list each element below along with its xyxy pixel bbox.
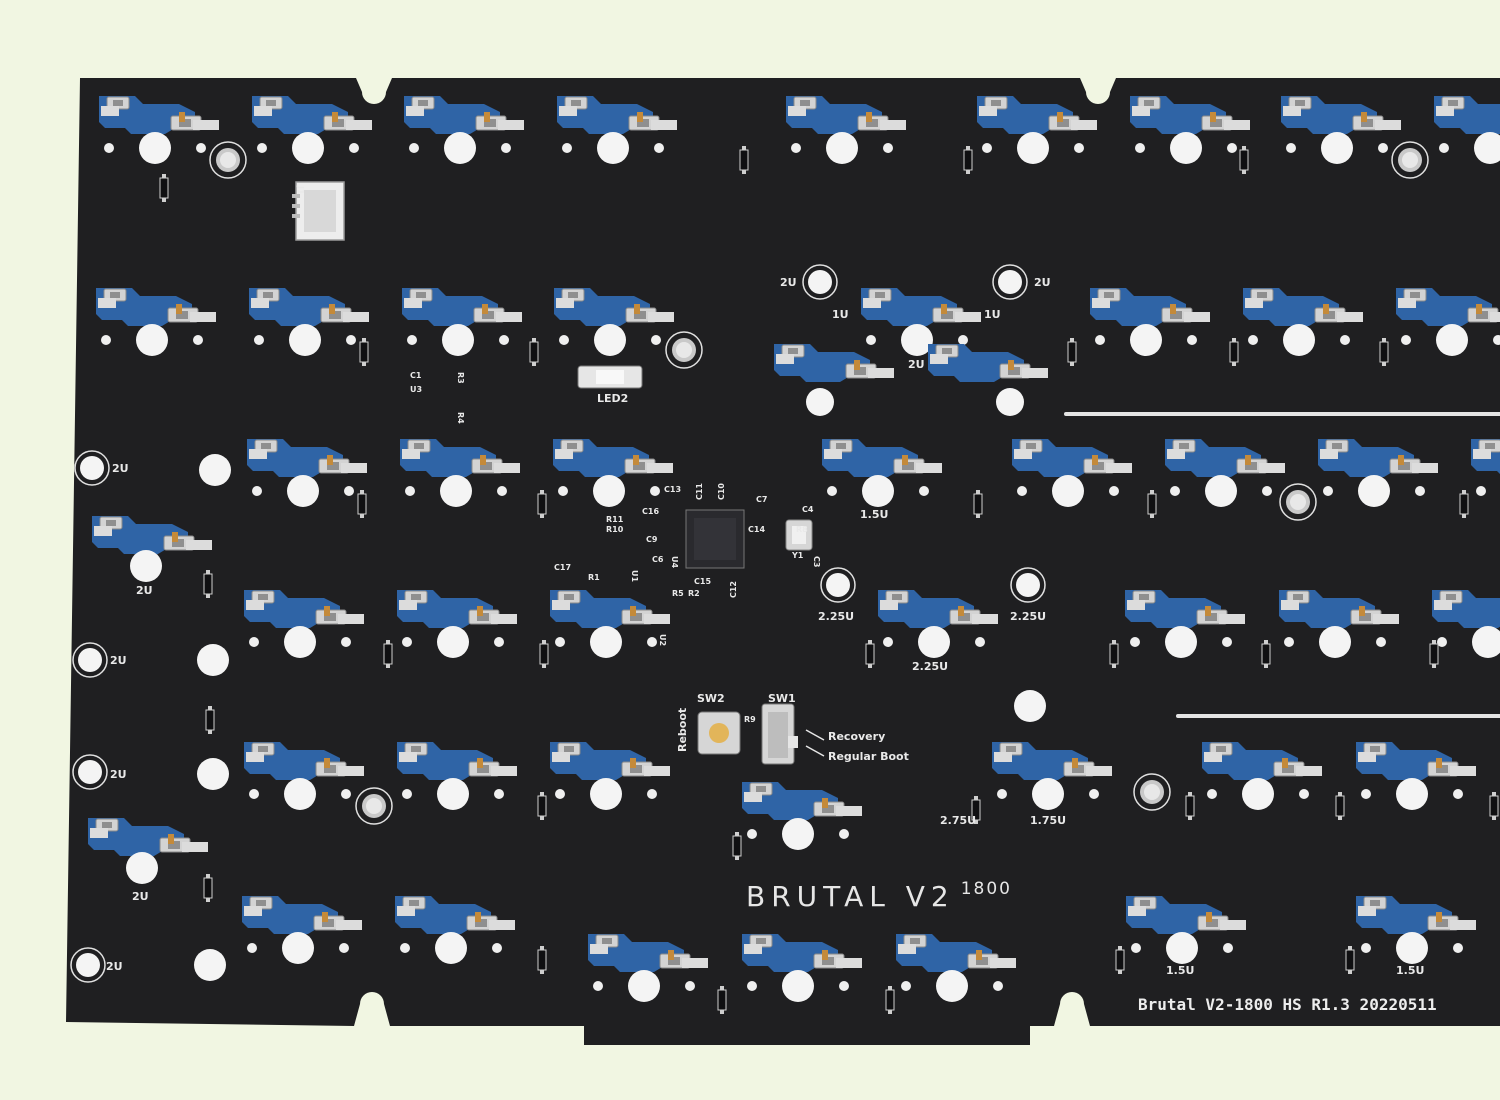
key-row-5 [87,690,1476,884]
r5-label: R5 [672,589,684,598]
size-label-2-25u: 2.25U [818,610,854,623]
r3-label: R3 [456,372,465,384]
c11-label: C11 [695,483,704,500]
brand-name: BRUTAL V2 [746,880,955,913]
size-label-2-25u: 2.25U [912,660,948,673]
c13-label: C13 [664,485,681,494]
y1-label: Y1 [791,551,804,560]
c6-label: C6 [652,555,664,564]
sw1-label: SW1 [768,692,796,705]
key-row-3 [91,439,1500,582]
size-label-1u: 1U [984,308,1001,321]
reboot-label: Reboot [676,708,689,752]
size-label-1-5u: 1.5U [860,508,888,521]
size-labels: 2U 2U 1U 1U 2U 2U 2U 2U 2U 2U 2U 1.5U 2.… [106,276,1424,977]
board-revision: Brutal V2-1800 HS R1.3 20220511 [1138,995,1437,1014]
size-label-2u: 2U [132,890,149,903]
size-label-2u: 2U [110,768,127,781]
size-label-2u: 2U [908,358,925,371]
size-label-2u: 2U [112,462,129,475]
c4-label: C4 [802,505,814,514]
size-label-2u: 2U [780,276,797,289]
c9-label: C9 [646,535,658,544]
sw2-label: SW2 [697,692,725,705]
u3-label: U3 [410,385,422,394]
j1-label: J1 [296,185,305,195]
size-label-2u: 2U [110,654,127,667]
c17-label: C17 [554,563,571,572]
r10-label: R10 [606,525,624,534]
size-label-2-25u: 2.25U [1010,610,1046,623]
c1-label: C1 [410,371,422,380]
component-labels: C13 C11 C10 C7 C4 C16 C14 C9 C6 C15 C12 … [296,185,821,646]
size-label-2u: 2U [1034,276,1051,289]
size-label-1-75u: 1.75U [1030,814,1066,827]
r2-label: R2 [688,589,700,598]
reboot-switch-sw2 [697,711,741,755]
c15-label: C15 [694,577,711,586]
r4-label: R4 [456,412,465,424]
key-row-4 [197,590,1500,676]
u1-label: U1 [630,570,639,582]
c12-label: C12 [729,581,738,598]
brand-superscript: 1800 [961,879,1012,899]
size-label-2-75u: 2.75U [940,814,976,827]
brand-title: BRUTAL V2 1800 [746,879,1012,913]
r1-label: R1 [588,573,600,582]
c3-label: C3 [812,556,821,567]
mcu-chip [685,509,745,569]
size-label-2u: 2U [136,584,153,597]
regular-boot-label: Regular Boot [828,750,909,763]
size-label-1-5u: 1.5U [1166,964,1194,977]
stabilizer-rings [70,264,1046,983]
key-row-6 [194,896,1476,1002]
r11-label: R11 [606,515,624,524]
c10-label: C10 [717,483,726,500]
led2-label: LED2 [597,392,628,405]
r9-label: R9 [744,715,756,724]
crystal-y1 [785,519,813,551]
c7-label: C7 [756,495,767,504]
connector-j1 [292,181,345,241]
size-label-2u: 2U [106,960,123,973]
c16-label: C16 [642,507,659,516]
u4-label: U4 [670,556,679,568]
boot-switch-sw1 [761,703,798,765]
u2-label: U2 [658,634,667,646]
r8-label: R8 [796,525,808,534]
led2: LED2 [577,365,643,405]
size-label-1-5u: 1.5U [1396,964,1424,977]
size-label-1u: 1U [832,308,849,321]
recovery-label: Recovery [828,730,885,743]
c14-label: C14 [748,525,765,534]
